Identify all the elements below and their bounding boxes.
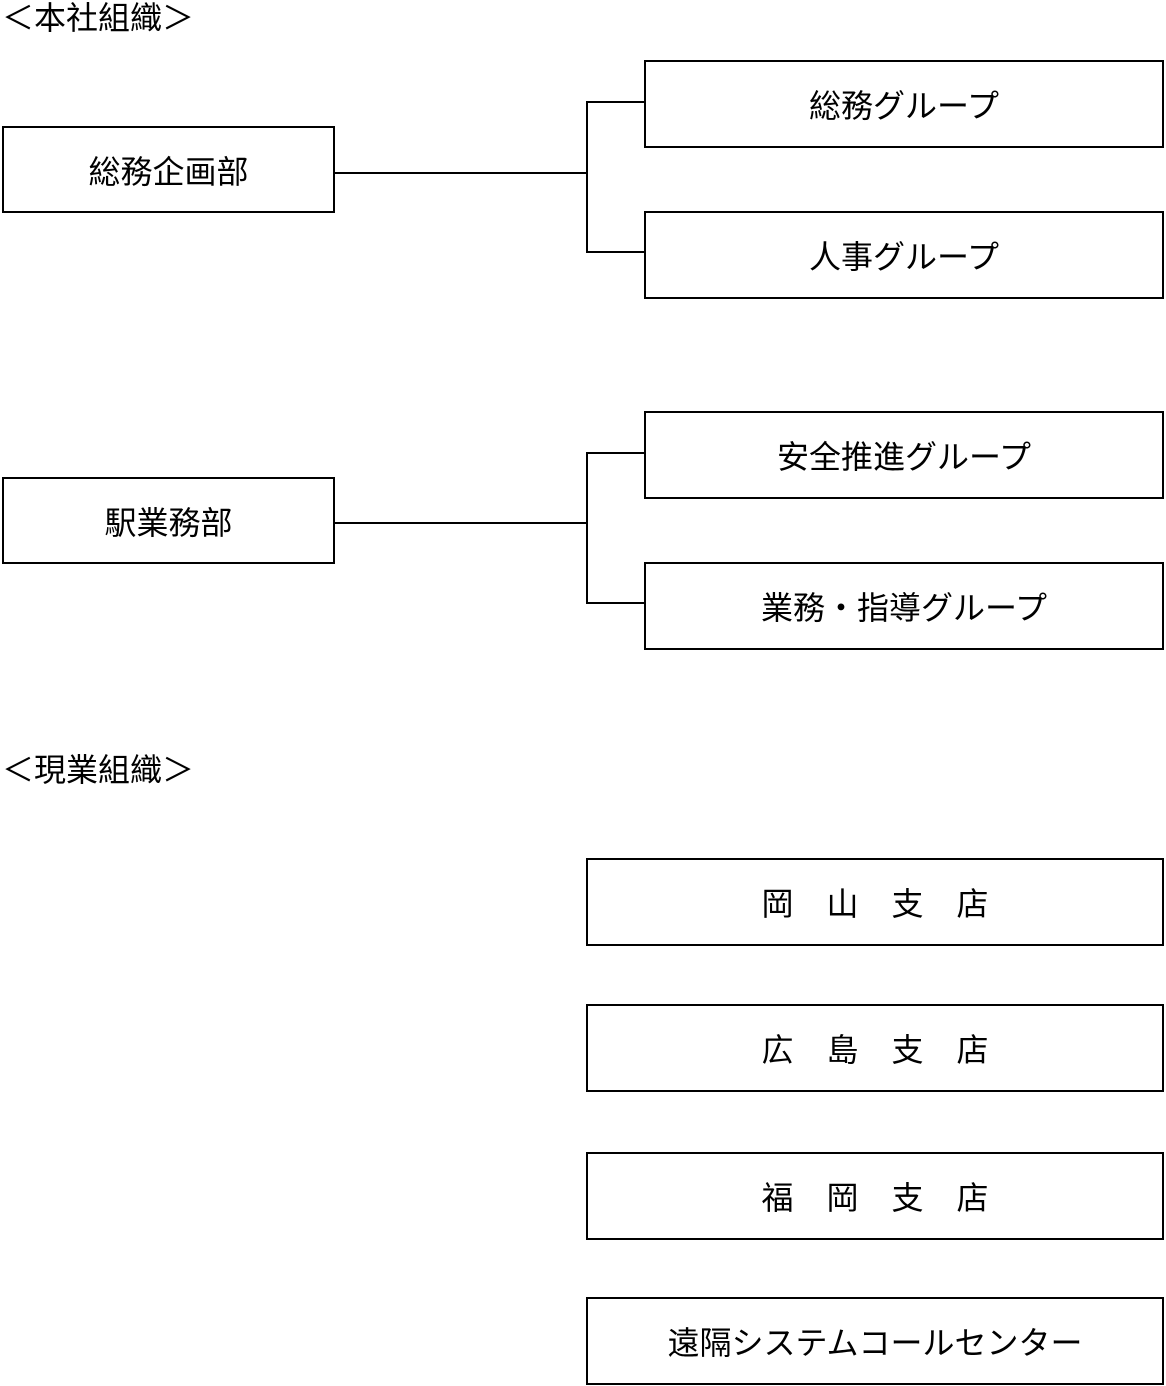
group-box-gyomu-shido: 業務・指導グループ <box>644 562 1164 650</box>
connector-line <box>586 602 645 604</box>
group-box-jinji: 人事グループ <box>644 211 1164 299</box>
honsha-section-heading: ＜本社組織＞ <box>2 0 195 37</box>
group-label: 業務・指導グループ <box>760 589 1048 627</box>
connector-line <box>586 452 588 604</box>
dept-label: 駅業務部 <box>104 503 233 542</box>
branch-box-okayama: 岡山支店 <box>586 858 1164 946</box>
dept-box-somu-kikaku: 総務企画部 <box>2 126 335 213</box>
branch-box-remote-call-center: 遠隔システムコールセンター <box>586 1297 1164 1385</box>
dept-label: 総務企画部 <box>88 152 249 191</box>
connector-line <box>586 101 645 103</box>
connector-line <box>586 452 645 454</box>
connector-line <box>335 172 587 174</box>
branch-label: 遠隔システムコールセンター <box>667 1324 1083 1362</box>
connector-line <box>586 251 645 253</box>
branch-box-hiroshima: 広島支店 <box>586 1004 1164 1092</box>
group-label: 安全推進グループ <box>776 438 1032 476</box>
dept-box-eki-gyomu: 駅業務部 <box>2 477 335 564</box>
branch-box-fukuoka: 福岡支店 <box>586 1152 1164 1240</box>
group-box-anzen-suishin: 安全推進グループ <box>644 411 1164 499</box>
genba-section-heading: ＜現業組織＞ <box>2 751 195 789</box>
group-label: 総務グループ <box>808 87 1000 125</box>
connector-line <box>586 101 588 253</box>
connector-line <box>335 522 587 524</box>
branch-label: 福岡支店 <box>761 1179 1022 1217</box>
group-label: 人事グループ <box>808 238 1000 276</box>
group-box-somu: 総務グループ <box>644 60 1164 148</box>
branch-label: 広島支店 <box>761 1031 1022 1069</box>
branch-label: 岡山支店 <box>761 885 1022 923</box>
